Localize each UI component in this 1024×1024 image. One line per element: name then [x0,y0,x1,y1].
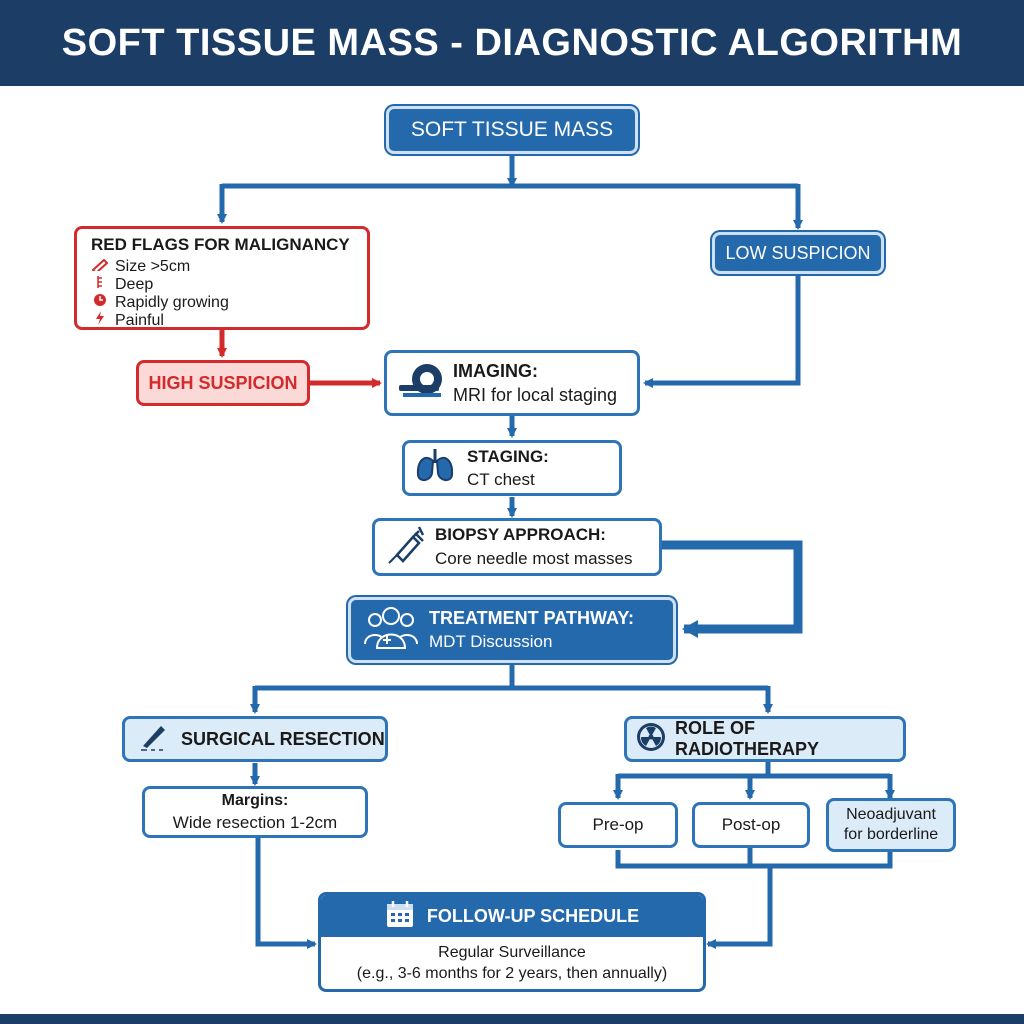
node-label: SOFT TISSUE MASS [410,118,614,141]
scalpel-icon [137,722,171,757]
red-flag-text: Rapidly growing [115,293,229,311]
red-flag-item: Painful [91,311,367,329]
node-surgical-resection: SURGICAL RESECTION [122,716,388,762]
node-neoadjuvant: Neoadjuvant for borderline [826,798,956,852]
node-biopsy: BIOPSY APPROACH: Core needle most masses [372,518,662,576]
radiotherapy-title: ROLE OF RADIOTHERAPY [675,718,820,759]
lungs-icon [415,447,455,490]
node-role-of-radiotherapy: ROLE OF RADIOTHERAPY [624,716,906,762]
syringe-icon [385,523,425,572]
node-staging: STAGING: CT chest [402,440,622,496]
depth-gauge-icon [91,275,109,293]
medical-team-icon [363,606,419,655]
node-margins: Margins: Wide resection 1-2cm [142,786,368,838]
node-treatment-pathway: TREATMENT PATHWAY: MDT Discussion [348,597,676,663]
margins-title: Margins: [221,791,289,809]
connector-merge-bar [615,850,893,869]
node-label: Post-op [721,815,781,834]
connector-margins-followup [255,838,317,949]
radiation-icon [635,721,667,758]
clock-icon [91,293,109,311]
ruler-icon [91,258,109,275]
node-low-suspicion: LOW SUSPICION [712,232,884,274]
node-imaging: IMAGING: MRI for local staging [384,350,640,416]
node-follow-up-schedule: FOLLOW-UP SCHEDULE Regular Surveillance … [318,892,706,992]
red-flag-text: Size >5cm [115,258,191,275]
biopsy-title: BIOPSY APPROACH: [435,525,606,544]
staging-text: CT chest [467,469,535,489]
treatment-text: MDT Discussion [429,632,553,651]
node-label: HIGH SUSPICION [148,372,298,393]
margins-text: Wide resection 1-2cm [172,812,338,832]
biopsy-text: Core needle most masses [435,549,633,568]
connector-biopsy-treatment [662,540,803,638]
red-flag-item: Size >5cm [91,258,367,275]
node-high-suspicion: HIGH SUSPICION [136,360,310,406]
imaging-title: IMAGING: [453,360,538,381]
connector-low-imaging [643,276,801,388]
red-flag-text: Painful [115,311,164,329]
node-label: Pre-op [592,815,644,834]
node-label-line: for borderline [843,826,939,843]
node-label-line: Neoadjuvant [846,806,936,823]
red-flag-item: Deep [91,275,367,293]
node-red-flags: RED FLAGS FOR MALIGNANCY Size >5cm Deep … [74,226,370,330]
red-flag-text: Deep [115,275,154,293]
red-flag-item: Rapidly growing [91,293,367,311]
node-pre-op: Pre-op [558,802,678,848]
follow-up-header: FOLLOW-UP SCHEDULE [321,895,703,937]
connector-radio-followup [706,866,773,949]
footer-bar [0,1014,1024,1024]
staging-title: STAGING: [467,446,549,466]
mri-scanner-icon [397,359,445,408]
follow-up-line: (e.g., 3-6 months for 2 years, then annu… [356,965,668,982]
follow-up-title: FOLLOW-UP SCHEDULE [426,905,640,926]
calendar-icon [385,899,415,934]
node-soft-tissue-mass: SOFT TISSUE MASS [386,106,638,154]
surgical-title: SURGICAL RESECTION [181,728,385,749]
follow-up-line: Regular Surveillance [438,944,586,961]
follow-up-body: Regular Surveillance (e.g., 3-6 months f… [321,937,703,984]
page-title: SOFT TISSUE MASS - DIAGNOSTIC ALGORITHM [61,21,963,64]
header-banner: SOFT TISSUE MASS - DIAGNOSTIC ALGORITHM [0,0,1024,86]
red-flags-title: RED FLAGS FOR MALIGNANCY [91,235,350,254]
lightning-icon [91,311,109,329]
node-post-op: Post-op [692,802,810,848]
node-label: LOW SUSPICION [725,242,871,263]
treatment-title: TREATMENT PATHWAY: [429,608,634,628]
imaging-text: MRI for local staging [453,384,618,405]
